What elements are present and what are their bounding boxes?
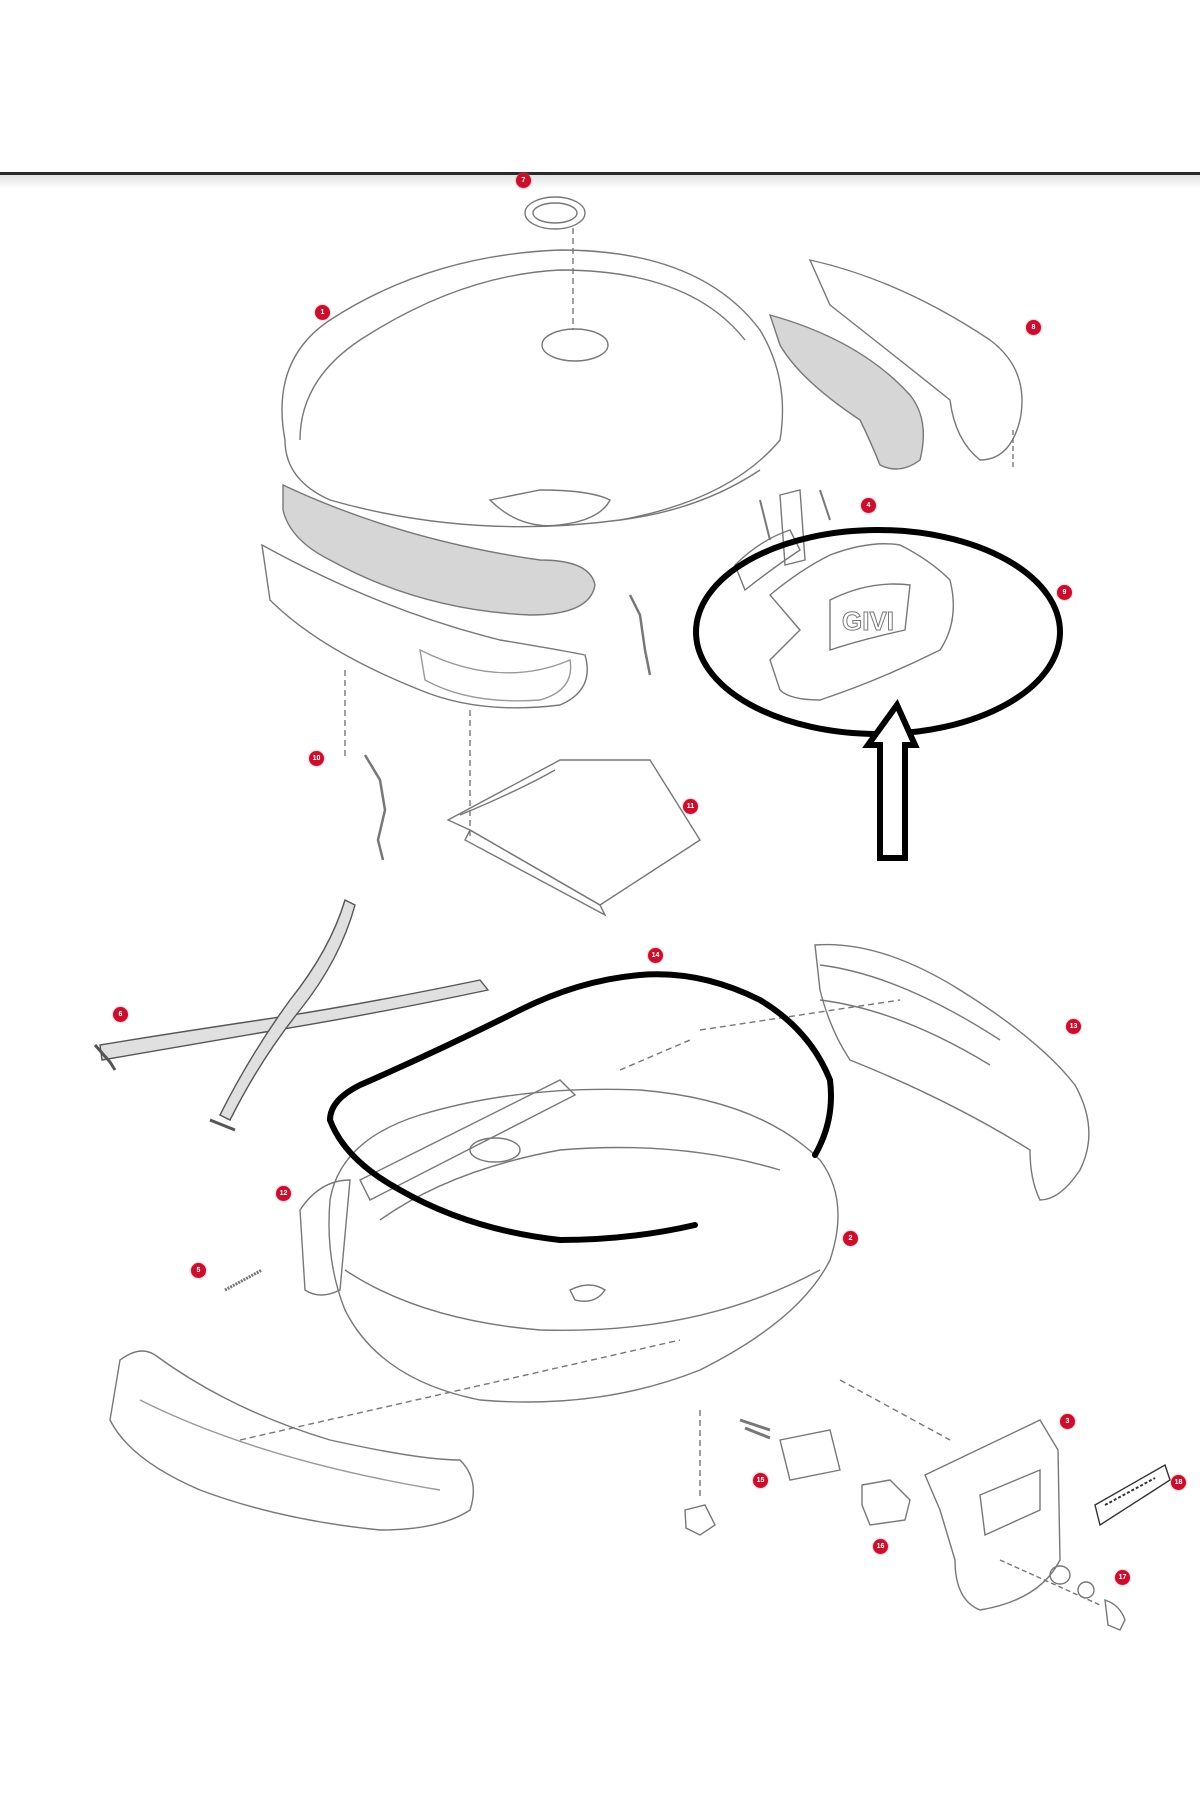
part-label-1: 1 <box>315 305 330 320</box>
part-label-3: 3 <box>1060 1414 1075 1429</box>
part-label-18: 18 <box>1171 1475 1186 1490</box>
model-decal <box>1094 1463 1171 1527</box>
part-label-17: 17 <box>1115 1570 1130 1585</box>
part-label-8: 8 <box>1026 320 1041 335</box>
lid-logo-badge <box>524 196 586 230</box>
part-label-9: 9 <box>1057 585 1072 600</box>
inner-strap <box>99 899 490 1121</box>
rubber-foot <box>684 1504 716 1536</box>
part-label-4: 4 <box>861 498 876 513</box>
rear-lock-panel <box>924 1419 1061 1611</box>
lid-support-arm <box>363 754 387 861</box>
side-hinge-plate <box>299 1179 351 1296</box>
givi-logo-plate: GIVI <box>734 529 955 701</box>
lid-reflector-strip <box>282 483 596 616</box>
lock-catch <box>861 1479 911 1526</box>
rubber-seal <box>327 971 834 1158</box>
part-label-16: 16 <box>873 1539 888 1554</box>
part-label-5: 5 <box>191 1263 206 1278</box>
lid-trim <box>261 543 588 709</box>
part-label-11: 11 <box>683 799 698 814</box>
part-label-7: 7 <box>516 173 531 188</box>
part-label-2: 2 <box>843 1231 858 1246</box>
part-label-6: 6 <box>113 1007 128 1022</box>
base-shell <box>328 1088 839 1403</box>
base-front-trim <box>109 1350 474 1531</box>
header-divider <box>0 172 1200 175</box>
lid-hinge-clip <box>779 489 806 566</box>
part-label-12: 12 <box>276 1186 291 1201</box>
lock-slider <box>779 1429 841 1481</box>
lock-cylinder-and-key <box>1049 1565 1126 1631</box>
part-label-10: 10 <box>309 751 324 766</box>
side-reflector-cover <box>768 259 1023 470</box>
base-side-reflector <box>814 943 1090 1201</box>
svg-text:GIVI: GIVI <box>842 606 894 636</box>
part-label-13: 13 <box>1066 1019 1081 1034</box>
part-label-15: 15 <box>753 1473 768 1488</box>
annotation-up-arrow <box>862 699 920 861</box>
header-shadow <box>0 175 1200 189</box>
part-label-14: 14 <box>648 948 663 963</box>
hinge-pin <box>224 1268 263 1292</box>
lid-shell <box>281 249 784 528</box>
lid-inner-tray <box>446 759 701 917</box>
